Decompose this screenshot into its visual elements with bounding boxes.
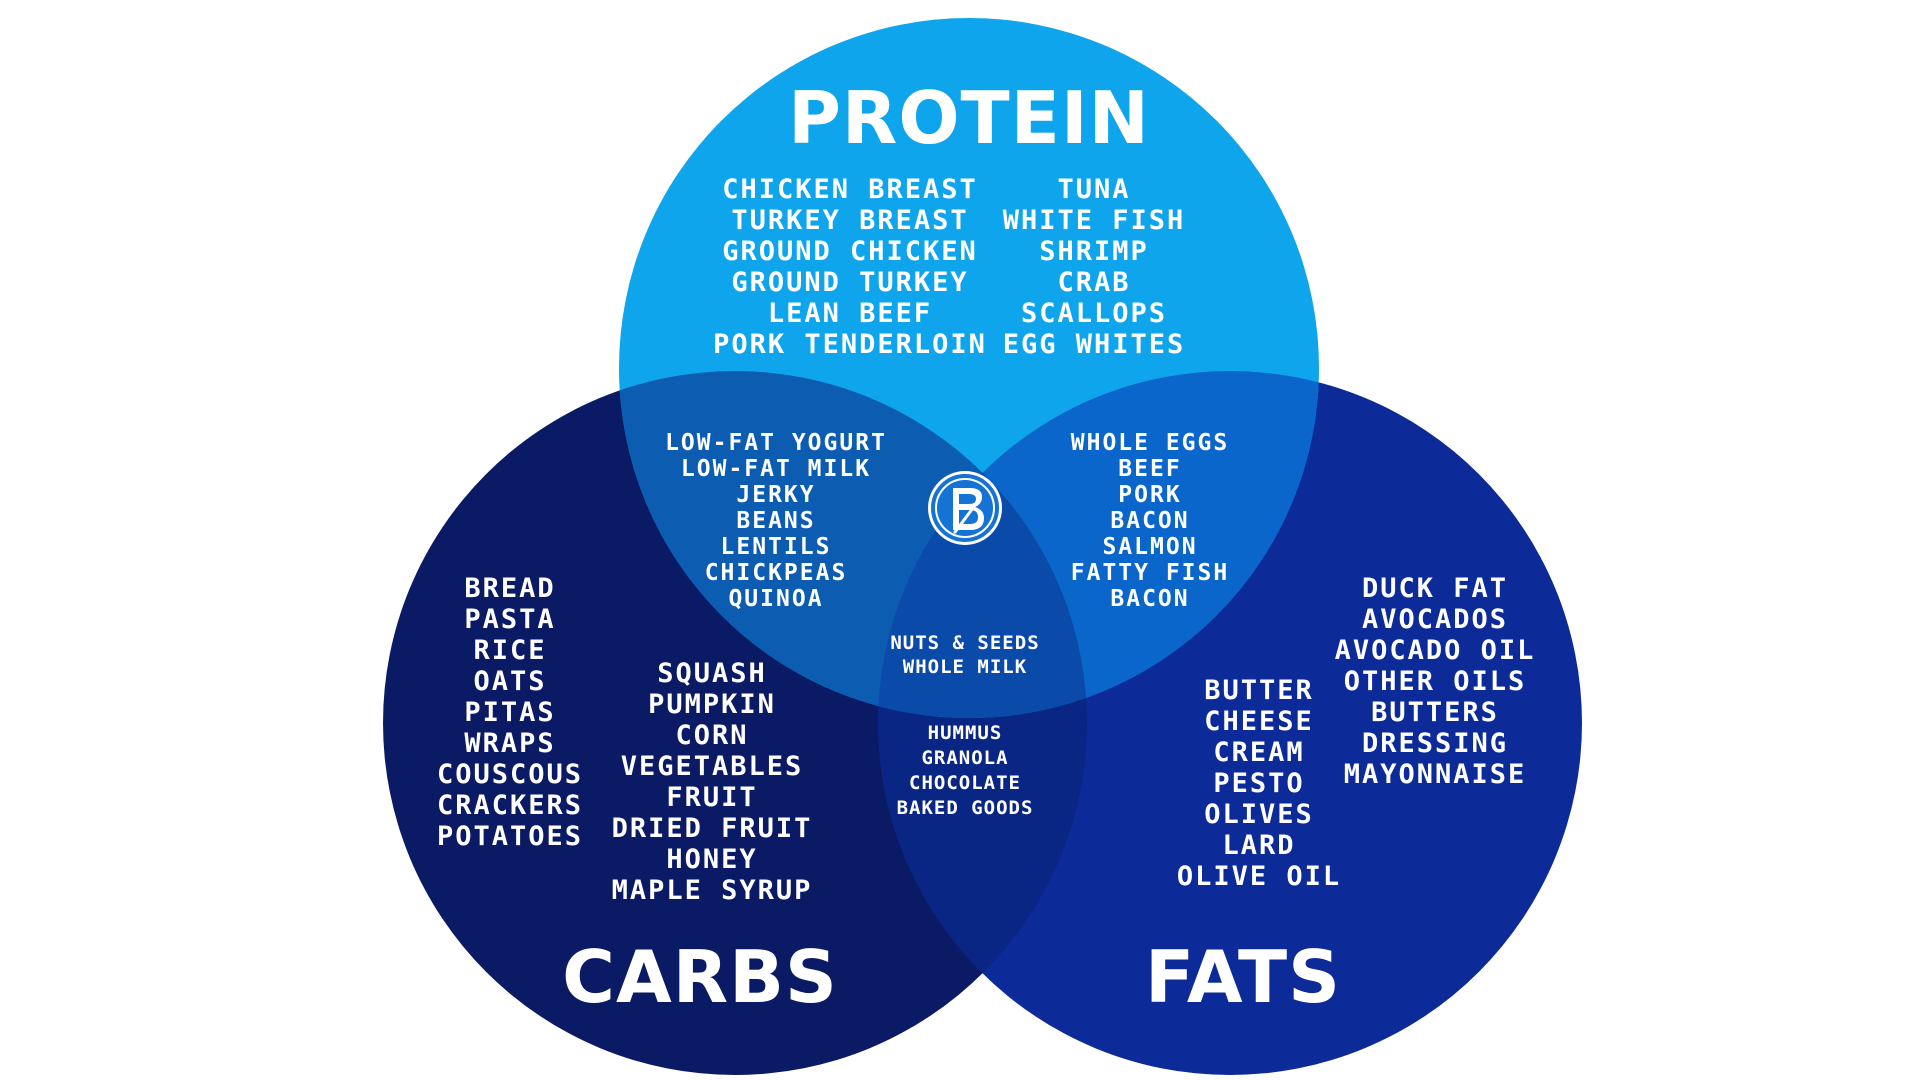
list-item: SHRIMP [1039,236,1149,267]
list-item: EGG WHITES [1003,329,1186,360]
carbs-title: CARBS [562,935,838,1019]
center-list: NUTS & SEEDS WHOLE MILK [890,632,1039,678]
list-item: TURKEY BREAST [731,205,968,236]
list-item: BEEF [1118,456,1181,482]
list-item: MAPLE SYRUP [612,875,813,906]
list-item: SCALLOPS [1021,298,1167,329]
carbs-list-2: SQUASH PUMPKIN CORN VEGETABLES FRUIT DRI… [612,658,813,906]
list-item: RICE [473,635,546,666]
list-item: AVOCADOS [1362,604,1508,635]
list-item: CREAM [1213,737,1304,768]
list-item: DRIED FRUIT [612,813,813,844]
fats-list-1: BUTTER CHEESE CREAM PESTO OLIVES LARD OL… [1177,675,1341,892]
carbs-fats-list: HUMMUS GRANOLA CHOCOLATE BAKED GOODS [897,722,1034,819]
list-item: OTHER OILS [1344,666,1527,697]
list-item: BACON [1110,508,1189,534]
list-item: OLIVES [1204,799,1314,830]
fats-list-2: DUCK FAT AVOCADOS AVOCADO OIL OTHER OILS… [1335,573,1536,790]
list-item: WRAPS [464,728,555,759]
list-item: OLIVE OIL [1177,861,1341,892]
list-item: DRESSING [1362,728,1508,759]
list-item: LENTILS [721,534,832,560]
protein-list-2: TUNA WHITE FISH SHRIMP CRAB SCALLOPS EGG… [1003,174,1186,360]
list-item: BUTTER [1204,675,1314,706]
list-item: NUTS & SEEDS [890,632,1039,654]
list-item: BREAD [464,573,555,604]
list-item: WHOLE MILK [903,656,1027,678]
list-item: PORK TENDERLOIN [713,329,987,360]
list-item: CHICKPEAS [705,560,848,586]
list-item: PORK [1118,482,1181,508]
list-item: SALMON [1102,534,1197,560]
list-item: BAKED GOODS [897,797,1034,819]
list-item: SQUASH [657,658,767,689]
list-item: WHOLE EGGS [1071,430,1229,456]
protein-fats-overlap [878,371,1319,718]
list-item: CHEESE [1204,706,1314,737]
list-item: GRANOLA [921,747,1008,769]
list-item: QUINOA [728,586,823,612]
list-item: LOW-FAT MILK [681,456,871,482]
list-item: VEGETABLES [621,751,804,782]
protein-carbs-overlap [619,371,1087,718]
list-item: BACON [1110,586,1189,612]
list-item: LARD [1222,830,1295,861]
list-item: TUNA [1057,174,1130,205]
list-item: CHOCOLATE [909,772,1021,794]
protein-list-1: CHICKEN BREAST TURKEY BREAST GROUND CHIC… [713,174,987,360]
list-item: WHITE FISH [1003,205,1186,236]
list-item: LOW-FAT YOGURT [665,430,887,456]
list-item: DUCK FAT [1362,573,1508,604]
list-item: OATS [473,666,546,697]
list-item: BUTTERS [1371,697,1499,728]
list-item: FRUIT [666,782,757,813]
list-item: CHICKEN BREAST [722,174,978,205]
list-item: HUMMUS [928,722,1003,744]
b-fork-logo-icon [928,471,1002,545]
protein-carbs-list: LOW-FAT YOGURT LOW-FAT MILK JERKY BEANS … [665,430,887,612]
list-item: CORN [675,720,748,751]
list-item: COUSCOUS [437,759,583,790]
list-item: GROUND TURKEY [731,267,968,298]
carbs-list-1: BREAD PASTA RICE OATS PITAS WRAPS COUSCO… [437,573,583,852]
list-item: CRACKERS [437,790,583,821]
list-item: JERKY [736,482,815,508]
list-item: MAYONNAISE [1344,759,1527,790]
fats-title: FATS [1145,935,1341,1019]
list-item: AVOCADO OIL [1335,635,1536,666]
list-item: PUMPKIN [648,689,776,720]
list-item: FATTY FISH [1071,560,1229,586]
list-item: CRAB [1057,267,1130,298]
list-item: PESTO [1213,768,1304,799]
list-item: POTATOES [437,821,583,852]
list-item: PASTA [464,604,555,635]
protein-title: PROTEIN [788,76,1150,160]
list-item: BEANS [736,508,815,534]
list-item: LEAN BEEF [768,298,932,329]
list-item: HONEY [666,844,757,875]
list-item: PITAS [464,697,555,728]
protein-fats-list: WHOLE EGGS BEEF PORK BACON SALMON FATTY … [1071,430,1229,612]
list-item: GROUND CHICKEN [722,236,978,267]
